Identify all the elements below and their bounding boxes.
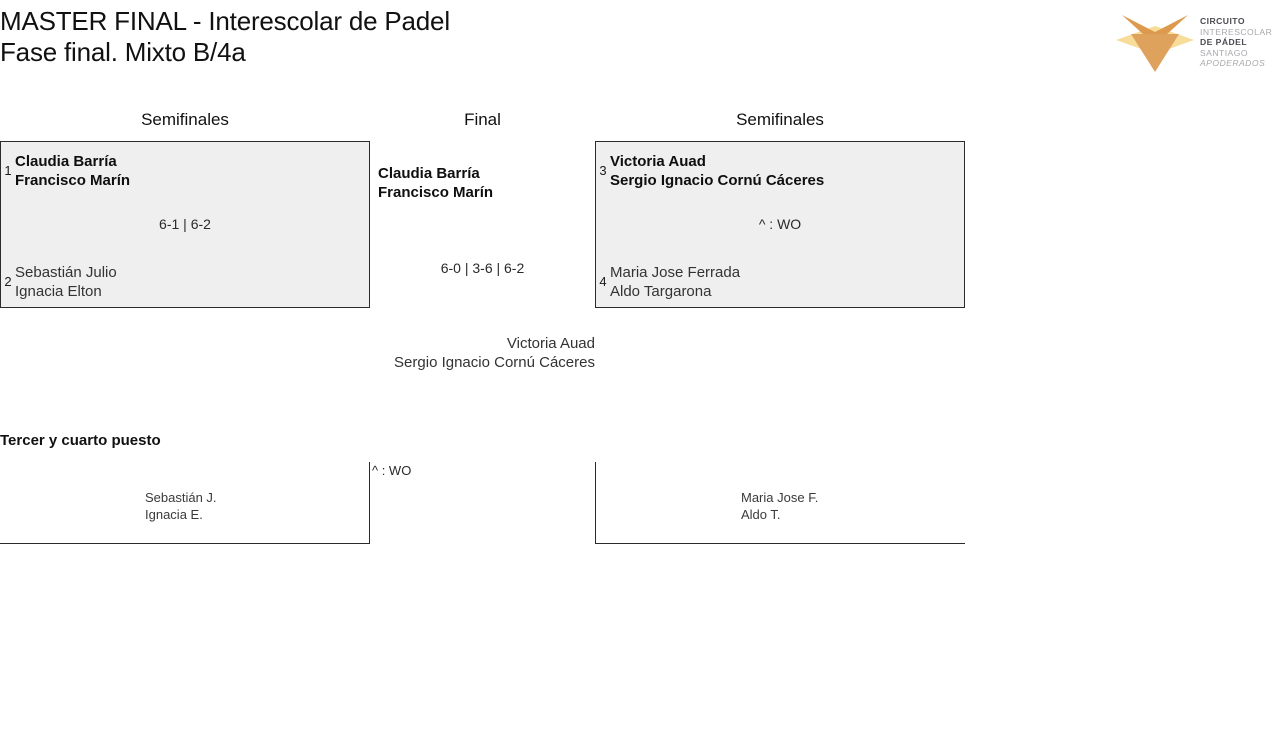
player-name: Ignacia E. xyxy=(145,507,203,522)
seed-number: 2 xyxy=(4,274,12,289)
third-place-section-title: Tercer y cuarto puesto xyxy=(0,432,161,449)
player-name: Claudia Barría xyxy=(378,165,480,182)
player-name: Francisco Marín xyxy=(378,184,494,201)
team-players: Victoria Auad Sergio Ignacio Cornú Cácer… xyxy=(610,152,824,190)
team-seed-2[interactable]: 2 Sebastián Julio Ignacia Elton xyxy=(1,263,117,301)
logo-line-apoderados: APODERADOS xyxy=(1200,58,1266,68)
player-name: Victoria Auad xyxy=(506,335,595,352)
seed-number: 1 xyxy=(4,163,12,178)
third-place-match-right[interactable]: Maria Jose F. Aldo T. xyxy=(595,462,965,544)
player-name: Francisco Marín xyxy=(15,172,131,189)
logo-line-de-padel: DE PÁDEL xyxy=(1200,37,1248,47)
player-name: Aldo T. xyxy=(741,507,781,522)
seed-number: 3 xyxy=(599,163,607,178)
player-name: Maria Jose Ferrada xyxy=(610,264,741,281)
final-runnerup-team[interactable]: Victoria Auad Sergio Ignacio Cornú Cácer… xyxy=(300,334,595,372)
player-name: Ignacia Elton xyxy=(15,283,102,300)
match-score-final: 6-0 | 3-6 | 6-2 xyxy=(440,260,525,276)
round-label-semifinal-right: Semifinales xyxy=(736,110,824,129)
match-semifinal-left[interactable]: 1 Claudia Barría Francisco Marín 2 Sebas… xyxy=(0,141,370,308)
team-players: Claudia Barría Francisco Marín xyxy=(15,152,130,190)
third-place-match-left[interactable]: Sebastián J. Ignacia E. xyxy=(0,462,370,544)
brand-logo: CIRCUITO INTERESCOLAR DE PÁDEL SANTIAGO … xyxy=(1114,12,1274,76)
player-name: Maria Jose F. xyxy=(741,490,819,505)
match-semifinal-right[interactable]: 3 Victoria Auad Sergio Ignacio Cornú Các… xyxy=(595,141,965,308)
seed-number: 4 xyxy=(599,274,607,289)
player-name: Aldo Targarona xyxy=(610,283,712,300)
logo-line-circuito: CIRCUITO xyxy=(1200,16,1245,26)
team-players: Sebastián Julio Ignacia Elton xyxy=(15,263,117,301)
page-title-line2: Fase final. Mixto B/4a xyxy=(0,37,246,67)
logo-line-santiago: SANTIAGO xyxy=(1200,47,1249,58)
team-players: Maria Jose Ferrada Aldo Targarona xyxy=(610,263,740,301)
team-players: Sebastián J. Ignacia E. xyxy=(145,489,217,523)
player-name: Claudia Barría xyxy=(15,153,117,170)
player-name: Sergio Ignacio Cornú Cáceres xyxy=(394,354,595,371)
fox-arrow-logo-icon xyxy=(1114,12,1196,74)
brand-logo-text: CIRCUITO INTERESCOLAR DE PÁDEL SANTIAGO … xyxy=(1200,16,1274,69)
logo-line-interescolar: INTERESCOLAR xyxy=(1200,26,1273,37)
player-name: Sergio Ignacio Cornú Cáceres xyxy=(610,172,825,189)
round-label-final: Final xyxy=(464,110,501,129)
team-seed-3[interactable]: 3 Victoria Auad Sergio Ignacio Cornú Các… xyxy=(596,152,824,190)
match-score-semifinal-right: ^ : WO xyxy=(758,216,802,232)
player-name: Sebastián Julio xyxy=(15,264,117,281)
page-title-line1: MASTER FINAL - Interescolar de Padel xyxy=(0,6,450,36)
match-score-third-place: ^ : WO xyxy=(372,463,412,478)
player-name: Sebastián J. xyxy=(145,490,217,505)
round-label-semifinal-left: Semifinales xyxy=(141,110,229,129)
final-winner-team[interactable]: Claudia Barría Francisco Marín xyxy=(378,164,493,202)
team-players: Maria Jose F. Aldo T. xyxy=(741,489,818,523)
team-seed-4[interactable]: 4 Maria Jose Ferrada Aldo Targarona xyxy=(596,263,740,301)
page-title: MASTER FINAL - Interescolar de Padel Fas… xyxy=(0,6,450,68)
team-seed-1[interactable]: 1 Claudia Barría Francisco Marín xyxy=(1,152,130,190)
player-name: Victoria Auad xyxy=(610,153,706,170)
match-score-semifinal-left: 6-1 | 6-2 xyxy=(159,216,211,232)
